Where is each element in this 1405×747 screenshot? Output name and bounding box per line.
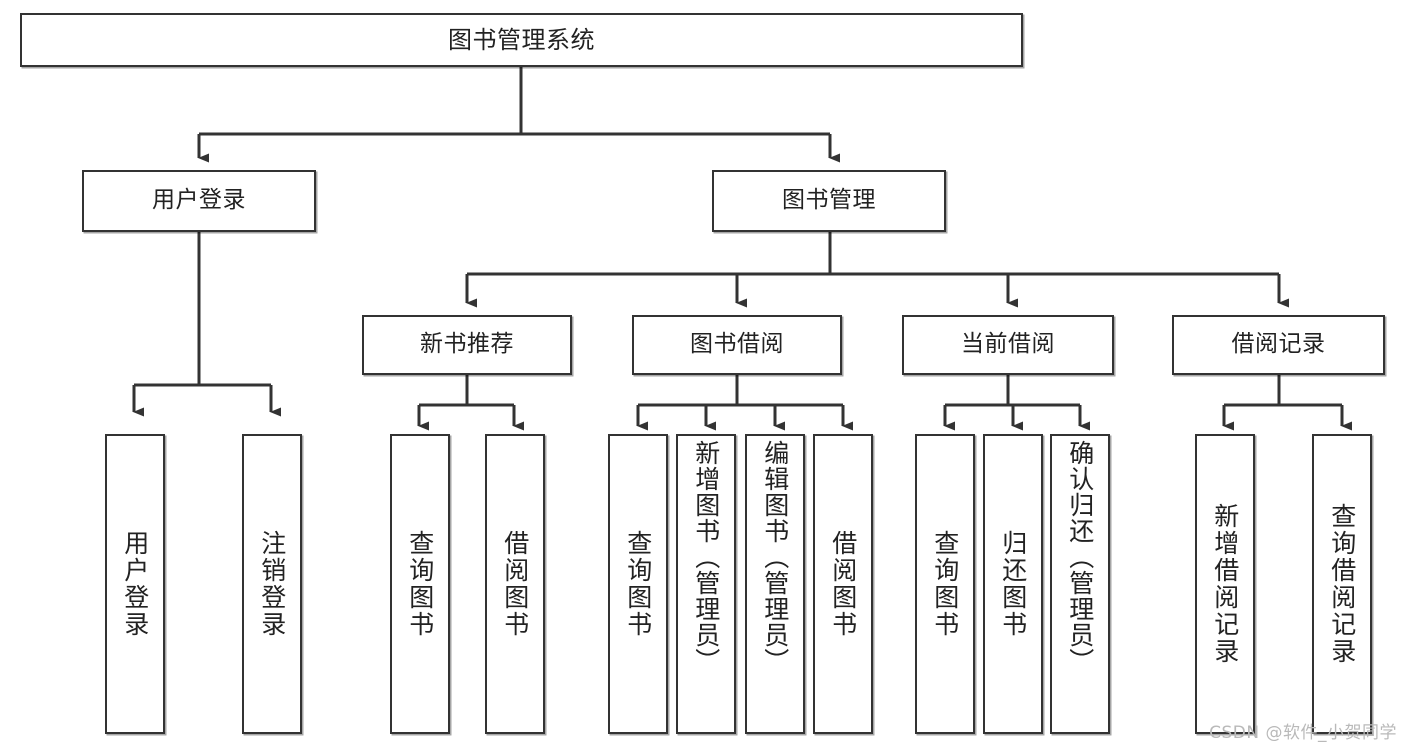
node-label: 注销登录 — [257, 530, 287, 638]
leaf-records-add-record[interactable]: 新增借阅记录 — [1195, 434, 1255, 734]
leaf-borrow-borrow-book[interactable]: 借阅图书 — [813, 434, 873, 734]
node-current-borrow[interactable]: 当前借阅 — [902, 315, 1114, 375]
node-label: 确认归还（管理员） — [1065, 440, 1095, 674]
node-label: 归还图书 — [998, 530, 1028, 638]
node-label: 编辑图书（管理员） — [760, 440, 790, 674]
node-label: 查询借阅记录 — [1327, 503, 1357, 665]
node-user-login[interactable]: 用户登录 — [82, 170, 316, 232]
node-label: 用户登录 — [152, 187, 246, 214]
node-label: 借阅图书 — [828, 530, 858, 638]
node-book-borrow[interactable]: 图书借阅 — [632, 315, 842, 375]
leaf-new-books-borrow-book[interactable]: 借阅图书 — [485, 434, 545, 734]
leaf-borrow-query-book[interactable]: 查询图书 — [608, 434, 668, 734]
leaf-logout[interactable]: 注销登录 — [242, 434, 302, 734]
node-borrow-record[interactable]: 借阅记录 — [1172, 315, 1385, 375]
node-label: 查询图书 — [930, 530, 960, 638]
leaf-current-confirm-return-admin[interactable]: 确认归还（管理员） — [1050, 434, 1110, 734]
node-label: 新增借阅记录 — [1210, 503, 1240, 665]
leaf-user-login[interactable]: 用户登录 — [105, 434, 165, 734]
node-label: 新增图书（管理员） — [691, 440, 721, 674]
node-label: 图书借阅 — [690, 331, 784, 358]
leaf-new-books-query-book[interactable]: 查询图书 — [390, 434, 450, 734]
node-label: 新书推荐 — [420, 331, 514, 358]
node-label: 查询图书 — [405, 530, 435, 638]
leaf-borrow-add-book-admin[interactable]: 新增图书（管理员） — [676, 434, 736, 734]
watermark-text: CSDN @软件_小贺同学 — [1209, 723, 1397, 743]
node-label: 查询图书 — [623, 530, 653, 638]
leaf-borrow-edit-book-admin[interactable]: 编辑图书（管理员） — [745, 434, 805, 734]
node-label: 图书管理 — [782, 187, 876, 214]
node-label: 图书管理系统 — [448, 25, 595, 54]
leaf-current-return-book[interactable]: 归还图书 — [983, 434, 1043, 734]
leaf-records-query-record[interactable]: 查询借阅记录 — [1312, 434, 1372, 734]
node-label: 当前借阅 — [961, 331, 1055, 358]
node-label: 用户登录 — [120, 530, 150, 638]
node-label: 借阅记录 — [1231, 331, 1326, 358]
leaf-current-query-book[interactable]: 查询图书 — [915, 434, 975, 734]
node-book-management[interactable]: 图书管理 — [712, 170, 946, 232]
node-new-book-recommend[interactable]: 新书推荐 — [362, 315, 572, 375]
node-label: 借阅图书 — [500, 530, 530, 638]
node-root-system[interactable]: 图书管理系统 — [20, 13, 1023, 67]
